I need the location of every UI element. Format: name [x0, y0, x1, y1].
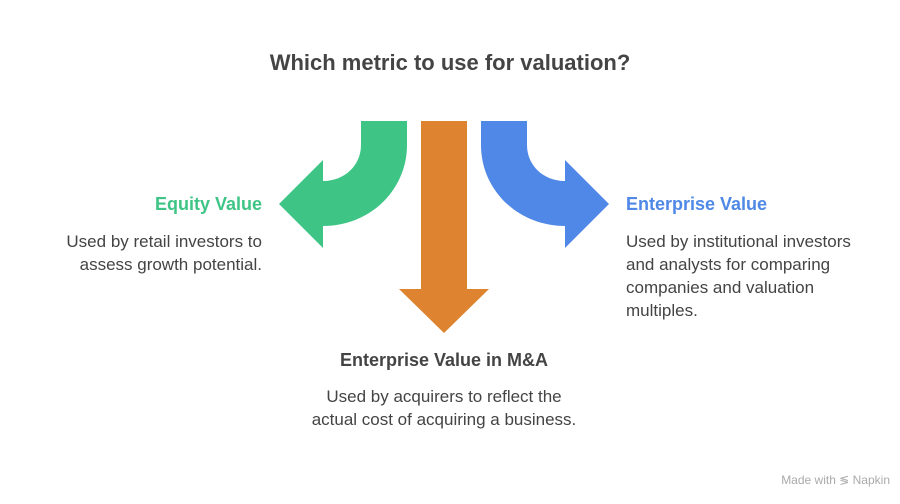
napkin-logo-icon: ≶: [839, 473, 850, 487]
footer: Made with ≶ Napkin: [781, 473, 890, 487]
left-arrow-icon: [279, 121, 407, 248]
diagram-title: Which metric to use for valuation?: [269, 50, 631, 75]
enterprise-value-ma-heading: Enterprise Value in M&A: [339, 350, 549, 370]
enterprise-value-heading: Enterprise Value: [626, 194, 768, 214]
down-arrow-icon: [399, 121, 489, 333]
enterprise-value-description: Used by institutional investors and anal…: [626, 232, 851, 320]
footer-brand: Napkin: [852, 473, 890, 487]
right-arrow-icon: [481, 121, 609, 248]
equity-value-heading: Equity Value: [154, 194, 262, 214]
enterprise-value-ma-description: Used by acquirers to reflect the actual …: [311, 387, 577, 429]
equity-value-description: Used by retail investors to assess growt…: [66, 232, 262, 274]
footer-label: Made with: [781, 473, 836, 487]
